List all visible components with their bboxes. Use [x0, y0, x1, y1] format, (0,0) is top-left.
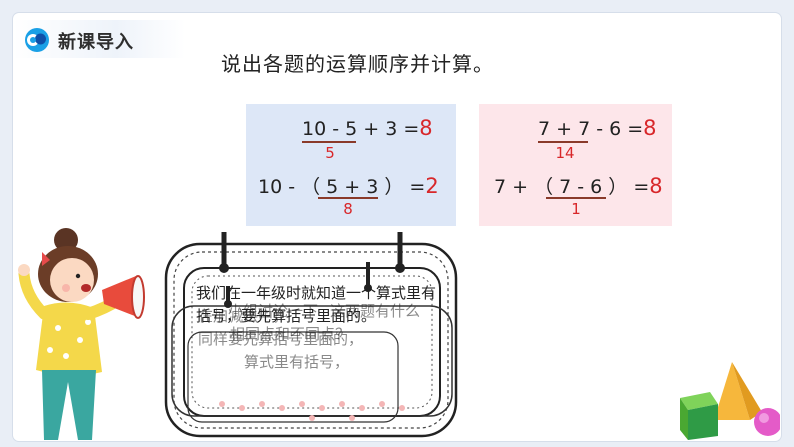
logo-icon — [25, 28, 49, 52]
left-eq1-step: 5 — [325, 144, 335, 162]
right-eq2-underline — [546, 197, 606, 199]
geometric-blocks-illustration — [680, 362, 780, 440]
left-eq2: 10 - （ 5 + 3 ） =2 — [258, 172, 439, 199]
left-eq2-expr: 10 - （ 5 + 3 ） = — [258, 176, 426, 198]
left-eq2-step: 8 — [343, 200, 353, 218]
ghost-line-3: 算式里有括号， — [244, 353, 350, 371]
right-eq1-result: 8 — [643, 116, 657, 140]
ghost-line-4: 小组讨论一下 — [228, 302, 319, 320]
right-eq1: 7 + 7 - 6 =8 — [538, 116, 657, 140]
left-equation-card — [246, 104, 456, 226]
left-eq1: 10 - 5 + 3 =8 — [302, 116, 433, 140]
left-eq2-underline — [318, 197, 378, 199]
right-eq2-result: 8 — [649, 174, 663, 198]
right-eq1-step: 14 — [555, 144, 575, 162]
ghost-line-5: 这两题有什么 — [330, 302, 421, 320]
header-title: 新课导入 — [58, 32, 134, 53]
instruction-text: 说出各题的运算顺序并计算。 — [221, 52, 494, 76]
right-eq1-expr: 7 + 7 - 6 = — [538, 118, 644, 140]
right-eq2-step: 1 — [571, 200, 581, 218]
ghost-line-6: 相同点和不同点？ — [230, 325, 351, 343]
ghost-line-1: 在加减法中， — [198, 307, 289, 325]
slide-canvas — [13, 13, 781, 441]
right-eq1-underline — [538, 141, 588, 143]
right-eq2: 7 + （ 7 - 6 ） =8 — [494, 172, 663, 199]
right-equation-card — [479, 104, 672, 226]
right-eq2-expr: 7 + （ 7 - 6 ） = — [494, 176, 650, 198]
girl-megaphone-illustration — [18, 228, 145, 440]
left-eq1-underline — [302, 141, 356, 143]
left-eq1-expr: 10 - 5 + 3 = — [302, 118, 420, 140]
left-eq2-result: 2 — [425, 174, 439, 198]
speech-board — [164, 232, 458, 438]
ghost-line-2: 同样要先算括号里面的， — [198, 330, 364, 348]
speech-text: 我们在一年级时就知道一个算式里有括号，要先算括号里面的。 — [196, 284, 437, 325]
left-eq1-result: 8 — [419, 116, 433, 140]
